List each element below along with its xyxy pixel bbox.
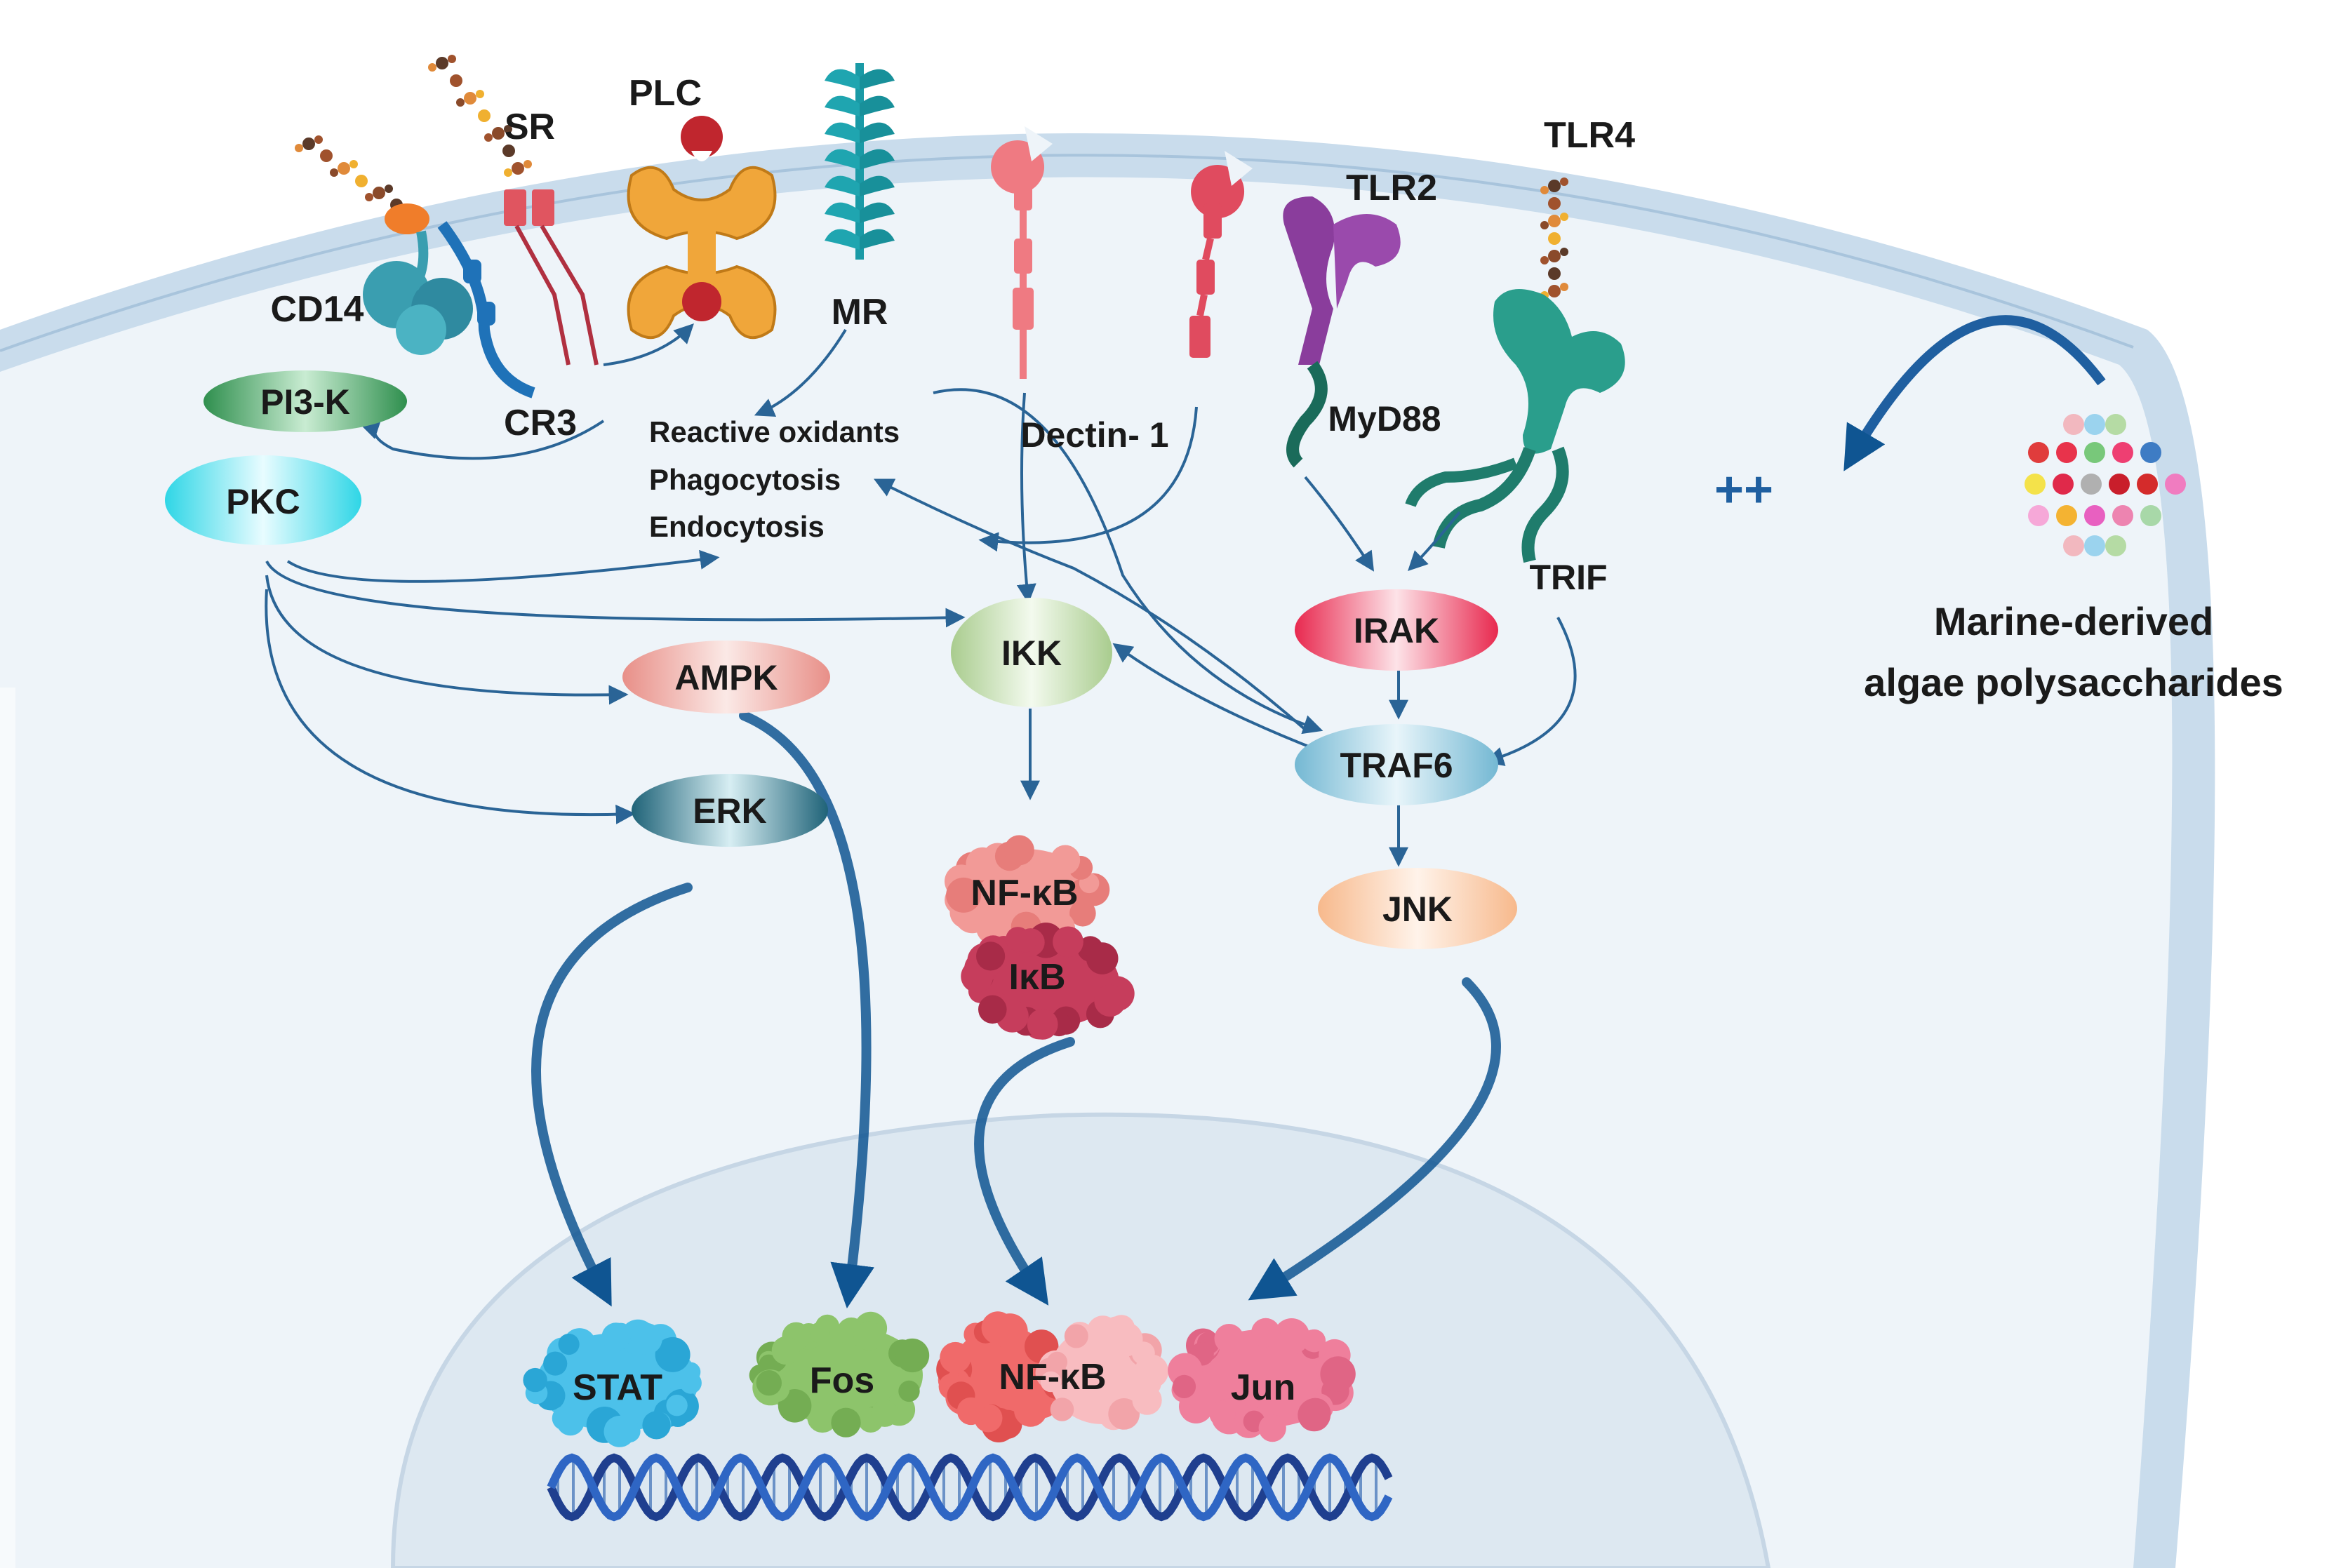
dectin1-receptor-right bbox=[1189, 151, 1253, 358]
svg-text:ERK: ERK bbox=[693, 791, 767, 831]
svg-text:PI3-K: PI3-K bbox=[260, 382, 350, 422]
svg-text:AMPK: AMPK bbox=[674, 658, 778, 697]
cr3-receptor bbox=[437, 221, 535, 398]
label-myd88: MyD88 bbox=[1328, 399, 1441, 438]
label-tlr2: TLR2 bbox=[1346, 168, 1437, 208]
stimulus-label-line1: Marine-derived bbox=[1934, 599, 2213, 643]
svg-text:STAT: STAT bbox=[573, 1367, 662, 1408]
cellular-responses: Reactive oxidants Phagocytosis Endocytos… bbox=[649, 415, 900, 543]
plus-symbol: ++ bbox=[1714, 462, 1773, 518]
cd14-receptor bbox=[363, 203, 473, 355]
tf-nfkb: NF-κB bbox=[936, 1311, 1169, 1442]
svg-text:Fos: Fos bbox=[810, 1360, 874, 1401]
stimulus-label-line2: algae polysaccharides bbox=[1864, 660, 2283, 704]
node-pi3k: PI3-K bbox=[204, 370, 407, 432]
node-pkc: PKC bbox=[165, 455, 361, 545]
tlr4-ligand-chain bbox=[1540, 177, 1568, 300]
tf-jun: Jun bbox=[1168, 1318, 1356, 1442]
svg-text:NF-κB: NF-κB bbox=[999, 1357, 1106, 1398]
svg-text:PKC: PKC bbox=[226, 482, 300, 521]
response-reactive-oxidants: Reactive oxidants bbox=[649, 415, 900, 448]
svg-text:IRAK: IRAK bbox=[1354, 611, 1439, 650]
svg-text:IKK: IKK bbox=[1001, 634, 1062, 673]
node-ikk: IKK bbox=[951, 598, 1112, 707]
mr-receptor bbox=[825, 63, 895, 260]
tlr2-receptor bbox=[1283, 196, 1401, 468]
node-jnk: JNK bbox=[1318, 868, 1517, 949]
pathway-arrows bbox=[265, 323, 1577, 867]
plc-receptor bbox=[627, 116, 777, 340]
svg-text:TRAF6: TRAF6 bbox=[1340, 746, 1453, 785]
receptor-labels: SR PLC MR TLR2 TLR4 CD14 CR3 Dectin- 1 M… bbox=[271, 73, 1636, 597]
dectin1-receptor-left bbox=[991, 126, 1053, 379]
response-endocytosis: Endocytosis bbox=[649, 510, 825, 543]
label-trif: TRIF bbox=[1529, 558, 1607, 597]
sr-ligand-chain bbox=[428, 55, 532, 177]
svg-text:JNK: JNK bbox=[1382, 890, 1453, 929]
svg-text:NF-κB: NF-κB bbox=[971, 873, 1078, 913]
polysaccharide-cluster bbox=[2025, 414, 2186, 556]
svg-text:IκB: IκB bbox=[1009, 957, 1066, 998]
stimulus-labels: ++ Marine-derived algae polysaccharides bbox=[1714, 462, 2283, 704]
label-sr: SR bbox=[505, 107, 555, 147]
label-dectin1: Dectin- 1 bbox=[1020, 415, 1168, 455]
stimulus-arrow bbox=[1843, 315, 2106, 471]
node-erk: ERK bbox=[632, 774, 828, 847]
svg-text:Jun: Jun bbox=[1231, 1367, 1295, 1408]
node-ampk: AMPK bbox=[622, 641, 830, 713]
cd14-ligand-chain bbox=[295, 135, 403, 211]
label-plc: PLC bbox=[629, 73, 702, 114]
nfkb-ikb-complex: NF-κB IκB bbox=[945, 835, 1135, 1040]
dna-helix bbox=[547, 1453, 1393, 1522]
tf-fos: Fos bbox=[749, 1311, 930, 1438]
label-tlr4: TLR4 bbox=[1544, 115, 1635, 156]
tf-stat: STAT bbox=[523, 1319, 702, 1447]
label-cd14: CD14 bbox=[271, 289, 364, 330]
response-phagocytosis: Phagocytosis bbox=[649, 463, 841, 496]
node-irak: IRAK bbox=[1295, 589, 1498, 671]
node-traf6: TRAF6 bbox=[1295, 724, 1498, 805]
nuclear-translocation-arrows bbox=[531, 711, 1501, 1309]
sr-receptor bbox=[504, 189, 599, 366]
label-mr: MR bbox=[832, 292, 888, 333]
label-cr3: CR3 bbox=[504, 403, 577, 443]
